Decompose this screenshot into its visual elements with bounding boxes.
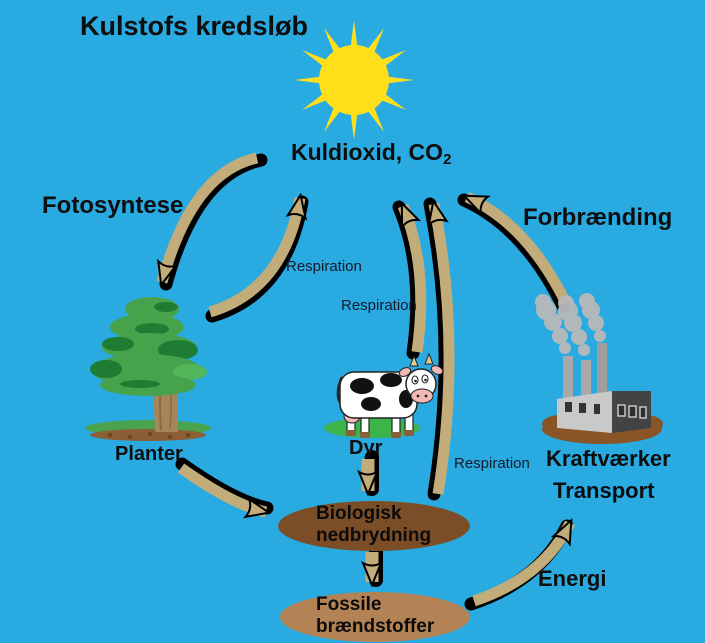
arrow-energi (464, 523, 575, 611)
transport-label: Transport (553, 478, 655, 503)
arrow-nedbrydning-fossile (372, 543, 376, 587)
fossile-line2: brændstoffer (316, 616, 435, 637)
factory-icon (535, 293, 663, 444)
sun-icon (294, 20, 414, 140)
fotosyntese-label: Fotosyntese (42, 192, 184, 219)
co2-label-subscript: 2 (443, 151, 452, 168)
arrow-respiration-animal (392, 200, 427, 360)
co2-label: Kuldioxid, CO2 (291, 139, 451, 168)
biologisk-line2: nedbrydning (316, 525, 432, 546)
biologisk-line1: Biologisk (316, 503, 402, 524)
biologisk-nedbrydning-ellipse (278, 501, 470, 551)
respiration-decomposition-label: Respiration (454, 455, 530, 472)
diagram-title: Kulstofs kredsløb (80, 11, 309, 41)
energi-label: Energi (538, 566, 607, 591)
biologisk-nedbrydning-label: Biologisk nedbrydning (316, 503, 431, 547)
fossile-braendstoffer-label: Fossile brændstoffer (316, 594, 434, 638)
dyr-label: Dyr (349, 437, 383, 459)
kraftvaerker-label: Kraftværker (546, 446, 671, 471)
arrow-dyr-nedbrydning (368, 450, 372, 496)
forbraending-label: Forbrænding (523, 204, 673, 231)
respiration-animal-label: Respiration (341, 297, 417, 314)
arrow-respiration-tree (205, 198, 309, 323)
smoke-icon (535, 293, 606, 356)
fossile-braendstoffer-ellipse (280, 592, 470, 642)
arrow-planter-nedbrydning (175, 457, 274, 512)
respiration-tree-label: Respiration (286, 258, 362, 275)
arrow-fotosyntese (156, 152, 268, 291)
planter-label: Planter (115, 443, 183, 465)
arrow-respiration-decomposition (423, 197, 455, 501)
fossile-line1: Fossile (316, 594, 382, 615)
arrow-forbraending (457, 191, 571, 313)
cow-icon (324, 352, 444, 438)
co2-label-main: Kuldioxid, CO (291, 139, 444, 165)
tree-icon (85, 297, 211, 441)
